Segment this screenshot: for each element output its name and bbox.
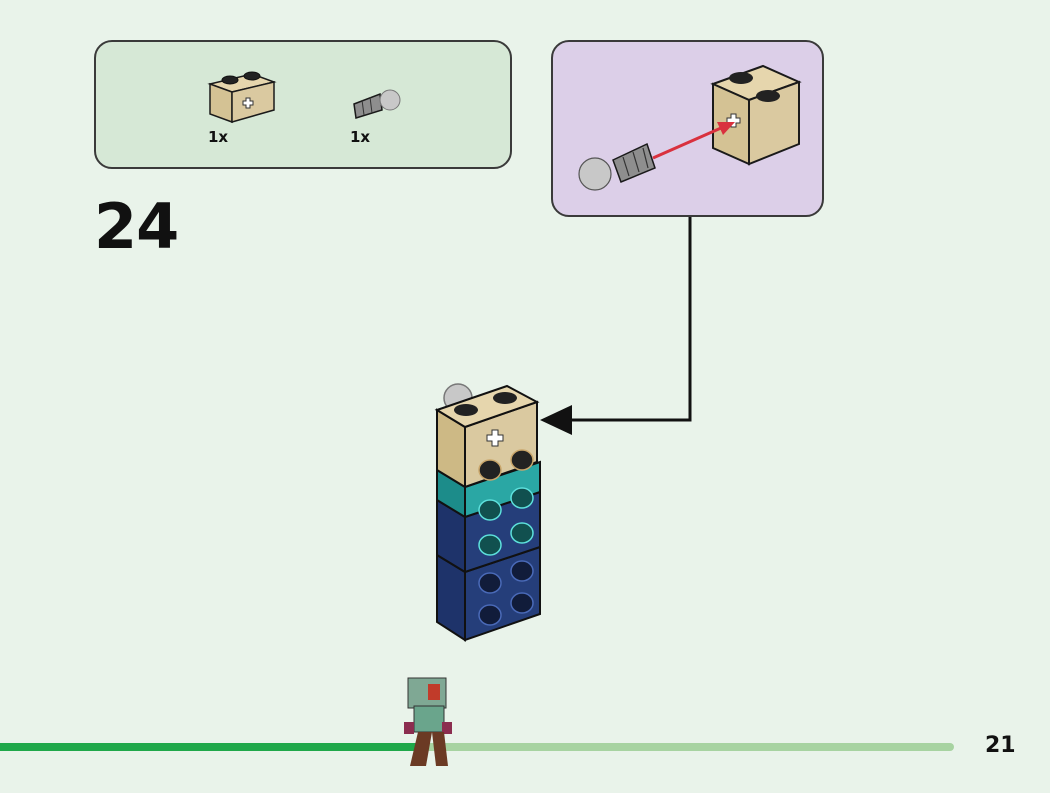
part-quantity-pin: 1x [350, 128, 371, 146]
brick-stack-model [434, 383, 541, 642]
callout-ball-joint-pin [578, 142, 656, 191]
red-insert-arrow [652, 126, 722, 160]
page-number: 21 [985, 733, 1016, 758]
minifigure-icon [404, 677, 452, 766]
parts-list-box: 1x 1x [94, 40, 512, 169]
part-quantity-brick: 1x [208, 128, 229, 146]
tan-brick-icon [206, 64, 278, 124]
sub-assembly-callout [551, 40, 824, 217]
step-number: 24 [94, 190, 179, 263]
placement-arrow [568, 217, 692, 422]
ball-joint-pin-icon [350, 88, 406, 120]
